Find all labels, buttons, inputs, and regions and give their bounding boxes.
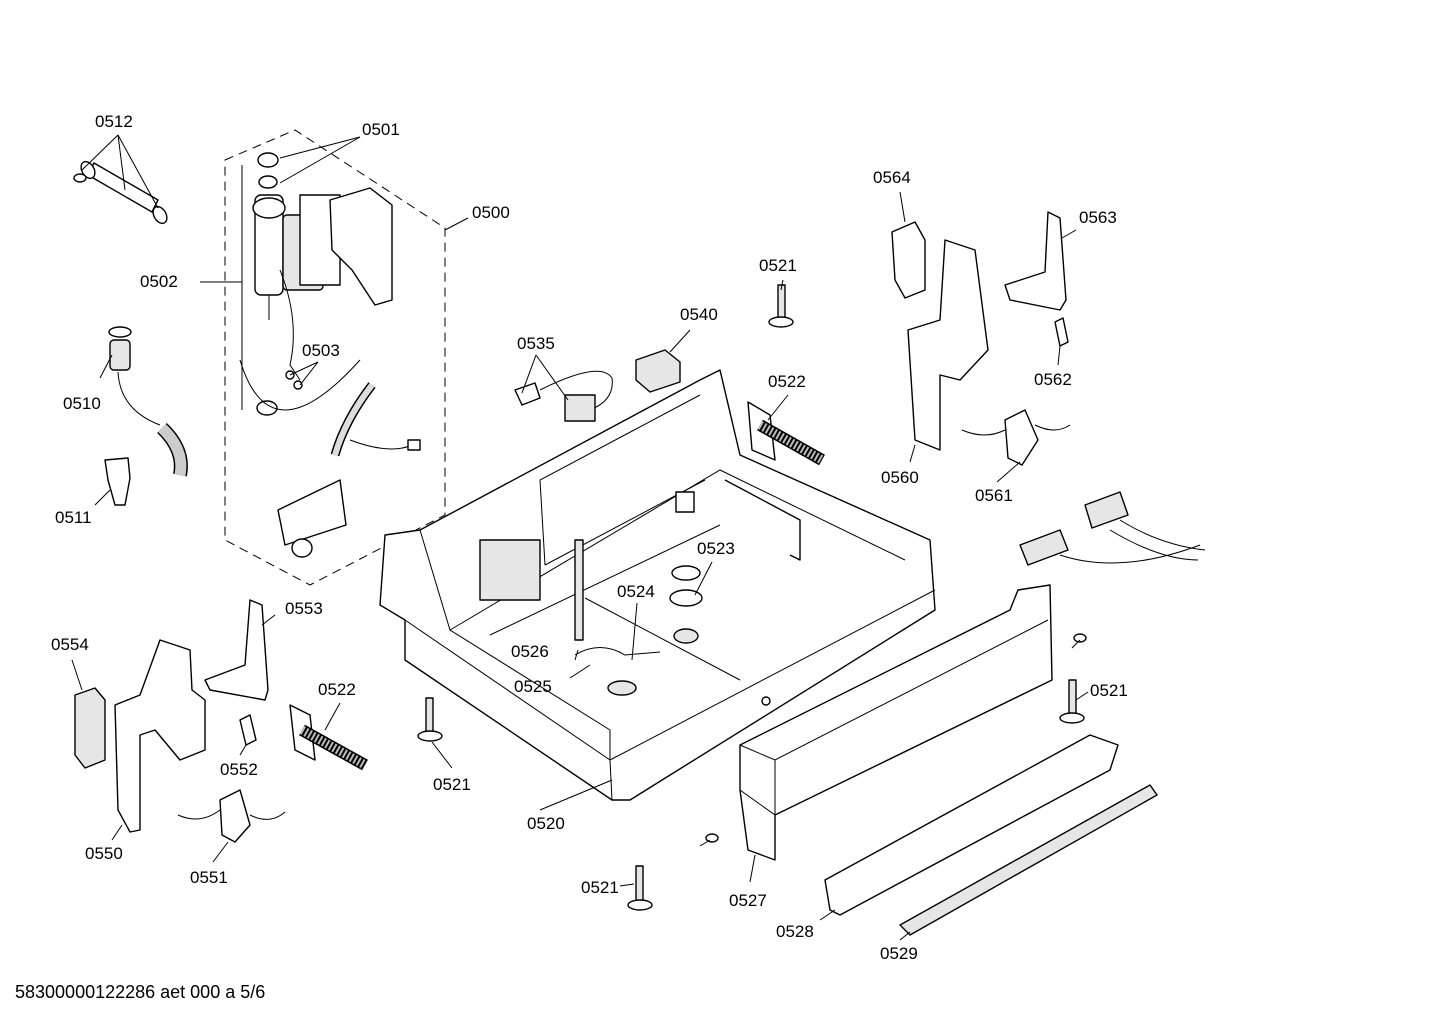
label-0540: 0540 xyxy=(680,305,718,324)
label-0522-left: 0522 xyxy=(318,680,356,699)
label-0561: 0561 xyxy=(975,486,1013,505)
label-0550: 0550 xyxy=(85,844,123,863)
part-0511 xyxy=(104,457,131,506)
connector-harness xyxy=(1019,491,1206,566)
assembly-0500 xyxy=(224,129,446,586)
part-0551 xyxy=(177,789,286,843)
label-0503: 0503 xyxy=(302,341,340,360)
part-0552 xyxy=(239,714,257,746)
part-0527 xyxy=(739,584,1053,861)
label-0551: 0551 xyxy=(190,868,228,887)
label-0511: 0511 xyxy=(55,508,92,527)
label-0521-bottom: 0521 xyxy=(581,878,619,897)
label-0564: 0564 xyxy=(873,168,911,187)
label-0520: 0520 xyxy=(527,814,565,833)
label-0560: 0560 xyxy=(881,468,919,487)
part-0522-left xyxy=(289,704,368,771)
part-0510 xyxy=(108,326,188,477)
part-0564 xyxy=(891,221,926,299)
label-0501: 0501 xyxy=(362,120,400,139)
label-0535: 0535 xyxy=(517,334,555,353)
screw-small-a xyxy=(1071,633,1087,649)
part-0529 xyxy=(899,784,1158,936)
part-0522-right xyxy=(747,401,825,466)
label-0502: 0502 xyxy=(140,272,178,291)
label-0521-right: 0521 xyxy=(1090,681,1128,700)
label-0563: 0563 xyxy=(1079,208,1117,227)
part-0560 xyxy=(907,239,989,451)
label-0562: 0562 xyxy=(1034,370,1072,389)
part-0550 xyxy=(114,639,206,833)
screw-small-b xyxy=(699,833,719,847)
part-labels: 0501 0512 0500 0502 0503 0510 0511 0535 … xyxy=(51,112,1128,963)
screw-0521-top xyxy=(768,284,794,328)
label-0500: 0500 xyxy=(472,203,510,222)
label-0522-right: 0522 xyxy=(768,372,806,391)
leader-lines xyxy=(71,134,1089,941)
screw-0521-bottom xyxy=(627,865,653,911)
part-0563 xyxy=(1004,211,1067,311)
part-0528 xyxy=(824,734,1119,916)
part-0562 xyxy=(1054,317,1069,347)
part-0535 xyxy=(514,370,613,422)
label-0524: 0524 xyxy=(617,582,655,601)
part-0520-base xyxy=(379,369,936,801)
label-0554: 0554 xyxy=(51,635,89,654)
label-0512: 0512 xyxy=(95,112,133,131)
part-0512 xyxy=(73,160,168,225)
label-0553: 0553 xyxy=(285,599,323,618)
screw-0521-left xyxy=(417,697,443,742)
part-0561 xyxy=(961,409,1071,466)
label-0525: 0525 xyxy=(514,677,552,696)
screw-0521-right xyxy=(1059,679,1085,724)
label-0529: 0529 xyxy=(880,944,918,963)
document-id: 58300000122286 aet 000 a 5/6 xyxy=(15,982,265,1002)
label-0510: 0510 xyxy=(63,394,101,413)
label-0526: 0526 xyxy=(511,642,549,661)
label-0527: 0527 xyxy=(729,891,767,910)
label-0528: 0528 xyxy=(776,922,814,941)
label-0552: 0552 xyxy=(220,760,258,779)
part-0540 xyxy=(635,349,681,393)
label-0521-left: 0521 xyxy=(433,775,471,794)
label-0521-top: 0521 xyxy=(759,256,797,275)
part-0554 xyxy=(74,687,106,769)
part-0553 xyxy=(204,599,269,701)
label-0523: 0523 xyxy=(697,539,735,558)
